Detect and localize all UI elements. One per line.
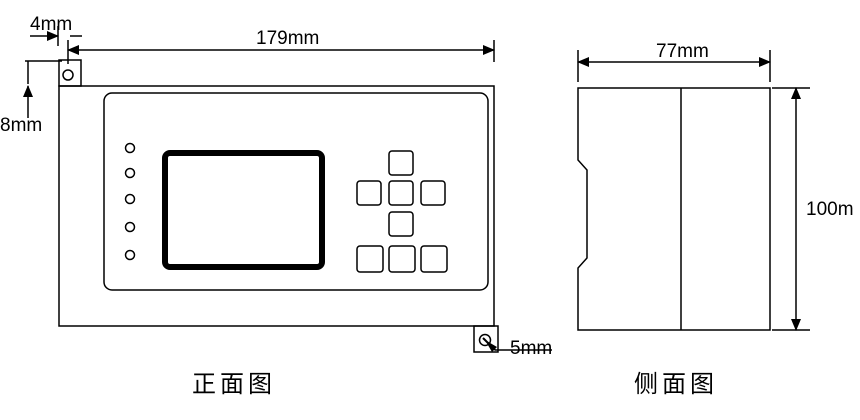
hole-offset-y-dimension: 8mm — [0, 60, 62, 136]
width-dimension: 179mm — [67, 28, 495, 64]
key-function-1 — [356, 245, 384, 273]
led-indicator — [124, 221, 136, 233]
led-indicator — [124, 142, 136, 154]
key-function-3 — [420, 245, 448, 273]
key-up — [388, 150, 414, 176]
led-indicators — [124, 142, 136, 261]
side-view-caption: 侧面图 — [634, 370, 718, 398]
hole-offset-x-dimension: 4mm — [30, 14, 82, 46]
front-view: 179mm 4mm 8mm 5mm 正面图 — [0, 14, 552, 398]
key-left — [356, 180, 382, 206]
hole-diameter-leader: 5mm — [482, 337, 552, 359]
key-right — [420, 180, 446, 206]
front-outer-body — [58, 85, 495, 327]
lcd-screen — [162, 150, 325, 270]
key-function-2 — [388, 245, 416, 273]
led-indicator — [124, 167, 136, 179]
hole-diameter-label: 5mm — [510, 338, 552, 359]
led-indicator — [124, 193, 136, 205]
height-dim-label: 100m — [806, 199, 854, 220]
key-center — [388, 180, 414, 206]
key-down — [388, 211, 414, 237]
depth-dimension: 77mm — [577, 41, 771, 82]
height-dimension: 100m — [772, 87, 854, 331]
front-panel — [103, 92, 489, 291]
bottom-right-mounting-tab — [473, 325, 499, 353]
top-left-mounting-tab — [58, 59, 82, 87]
top-left-mounting-hole — [62, 69, 74, 81]
keypad — [356, 150, 448, 273]
front-view-caption: 正面图 — [192, 370, 276, 398]
side-body-outline — [577, 87, 771, 331]
bottom-right-mounting-hole — [478, 333, 492, 347]
width-dim-label: 179mm — [256, 28, 319, 49]
depth-dim-label: 77mm — [656, 41, 709, 62]
side-view: 77mm 100m 侧面图 — [577, 41, 854, 398]
hole-offset-x-label: 4mm — [30, 14, 72, 35]
led-indicator — [124, 249, 136, 261]
hole-offset-y-label: 8mm — [0, 115, 42, 136]
